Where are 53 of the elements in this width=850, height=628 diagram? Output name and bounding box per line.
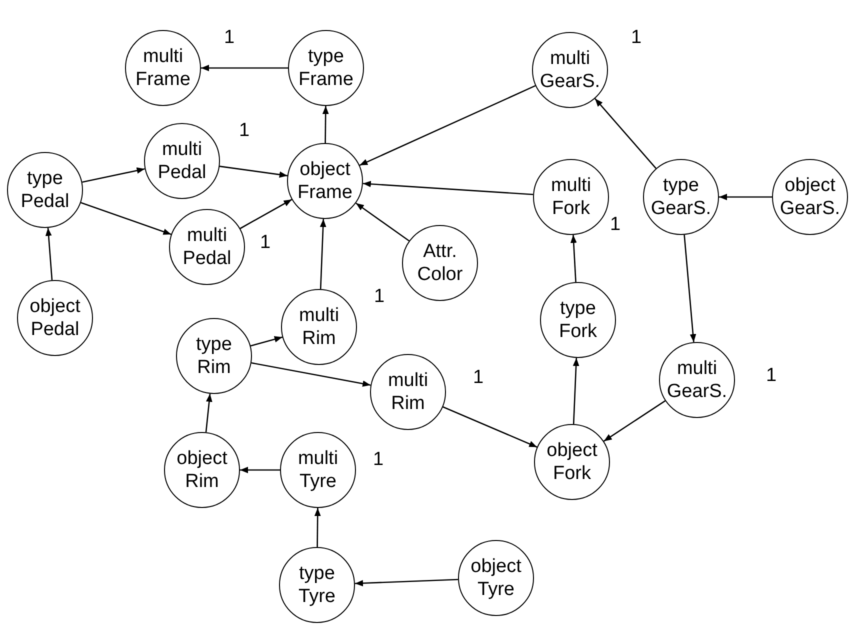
node-label: type Fork [558, 297, 598, 343]
arrow [201, 64, 288, 72]
arrow [570, 234, 577, 282]
node-label: multi Rim [386, 369, 430, 415]
arrow [205, 394, 212, 432]
multiplicity-label: 1 [374, 286, 385, 308]
arrow [82, 167, 145, 183]
arrow [314, 508, 321, 547]
node-label: type Tyre [298, 562, 336, 608]
node-label: object Tyre [470, 555, 522, 601]
arrow [240, 198, 292, 230]
node-label: object Fork [546, 439, 598, 485]
node-label: multi Fork [550, 174, 592, 220]
node-label: multi Frame [134, 45, 192, 91]
node-label: multi Rim [298, 304, 340, 350]
arrow [220, 166, 288, 178]
multiplicity-label: 1 [631, 27, 642, 49]
node-label: type GearS. [650, 174, 712, 220]
arrow [719, 194, 772, 200]
node-label: type Rim [195, 333, 233, 379]
node-label: multi Pedal [182, 224, 232, 270]
arrow [240, 466, 280, 474]
multiplicity-label: 1 [373, 449, 384, 471]
arrow [356, 202, 410, 242]
node-label: type Frame [298, 45, 354, 91]
arrow [359, 85, 536, 166]
multiplicity-label: 1 [224, 27, 235, 49]
node-label: object GearS. [778, 174, 842, 220]
arrow [320, 218, 326, 290]
multiplicity-label: 1 [239, 120, 250, 142]
multiplicity-label: 1 [610, 214, 621, 236]
node-label: multi GearS. [538, 47, 602, 93]
node-label: Attr. Color [416, 240, 464, 286]
arrow [572, 358, 580, 424]
arrow [362, 180, 534, 196]
node-label: object Pedal [28, 295, 82, 341]
multiplicity-label: 1 [473, 367, 484, 389]
arrow [594, 98, 656, 169]
arrow [603, 400, 666, 442]
node-label: multi GearS. [666, 357, 728, 403]
node-label: object Frame [296, 158, 354, 204]
node-label: object Rim [176, 447, 228, 493]
multiplicity-label: 1 [766, 365, 777, 387]
node-label: multi Tyre [296, 447, 340, 493]
arrow [45, 228, 53, 280]
arrow [322, 106, 329, 143]
arrow [250, 336, 283, 347]
arrow [684, 234, 696, 342]
multiplicity-label: 1 [260, 232, 271, 254]
node-label: type Pedal [20, 167, 70, 213]
arrow [251, 362, 371, 387]
node-label: multi Pedal [156, 138, 208, 184]
arrow [354, 578, 458, 586]
